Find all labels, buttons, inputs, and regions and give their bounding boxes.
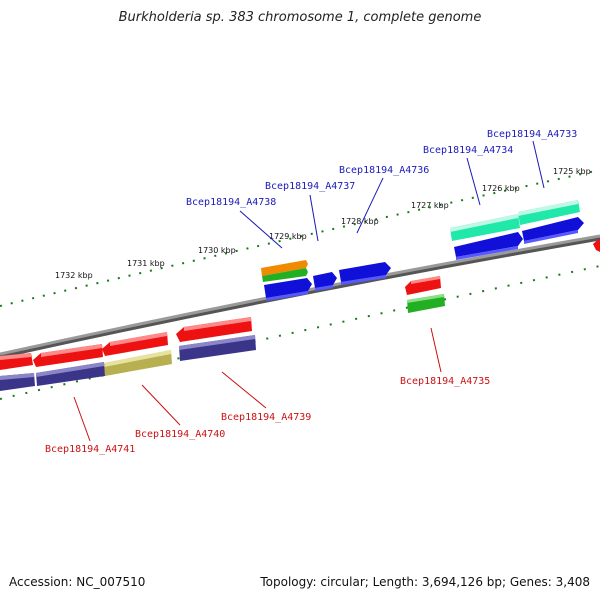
gene-label-a4738[interactable]: Bcep18194_A4738 (186, 197, 276, 208)
accession-text: Accession: NC_007510 (9, 575, 146, 589)
tick-label-1727: 1727 kbp (411, 201, 449, 210)
gene-label-a4734[interactable]: Bcep18194_A4734 (423, 145, 513, 156)
tick-label-1732: 1732 kbp (55, 271, 93, 280)
gene-forward-green[interactable] (262, 268, 308, 282)
gene-reverse-red-a4735[interactable] (405, 276, 441, 295)
tick-label-1728: 1728 kbp (341, 217, 379, 226)
backbone-shadow (0, 235, 600, 359)
tick-label-1729: 1729 kbp (269, 232, 307, 241)
outer-tick-ring (0, 169, 600, 307)
gene-forward-teal-a4734[interactable] (450, 214, 520, 241)
gene-reverse-red-a4740[interactable] (102, 332, 168, 356)
gene-label-a4737[interactable]: Bcep18194_A4737 (265, 181, 355, 192)
gene-label-a4735[interactable]: Bcep18194_A4735 (400, 376, 490, 387)
gene-forward-blue-a4738[interactable] (264, 278, 312, 301)
callout-line-a4738 (239, 210, 283, 249)
gene-label-a4741[interactable]: Bcep18194_A4741 (45, 444, 135, 455)
callout-line-a4735 (430, 327, 442, 373)
genome-summary-text: Topology: circular; Length: 3,694,126 bp… (260, 575, 590, 589)
gene-reverse-red-edge[interactable] (0, 353, 33, 370)
tick-label-1725: 1725 kbp (553, 167, 591, 176)
map-title: Burkholderia sp. 383 chromosome 1, compl… (118, 10, 482, 25)
gene-reverse-green-a4735[interactable] (407, 294, 445, 313)
tick-label-1731: 1731 kbp (127, 259, 165, 268)
callout-line-a4736 (356, 177, 384, 234)
gene-reverse-navy-a4741[interactable] (36, 362, 105, 386)
gene-reverse-olive-a4740[interactable] (104, 350, 172, 376)
gene-forward-blue-a4734b[interactable] (454, 232, 523, 260)
gene-forward-blue-a4733b[interactable] (522, 217, 584, 244)
tick-label-1726: 1726 kbp (482, 184, 520, 193)
callout-line-a4733 (532, 140, 545, 189)
gene-reverse-navy-a4739[interactable] (179, 335, 256, 361)
gene-label-a4736[interactable]: Bcep18194_A4736 (339, 165, 429, 176)
gene-label-a4740[interactable]: Bcep18194_A4740 (135, 429, 225, 440)
gene-forward-teal-a4733[interactable] (518, 200, 580, 225)
callout-line-a4734 (466, 157, 481, 206)
gene-reverse-navy-edge[interactable] (0, 373, 35, 391)
callout-line-a4741 (73, 396, 91, 442)
callout-line-a4737 (309, 194, 319, 242)
gene-forward-blue-a4737[interactable] (313, 272, 337, 291)
gene-label-a4733[interactable]: Bcep18194_A4733 (487, 129, 577, 140)
tick-label-1730: 1730 kbp (198, 246, 236, 255)
gene-forward-blue-a4736[interactable] (339, 262, 391, 285)
gene-forward-red-edge[interactable] (593, 238, 600, 252)
gene-reverse-red-a4741[interactable] (33, 344, 103, 367)
gene-reverse-red-a4739[interactable] (176, 317, 252, 342)
gene-forward-orange[interactable] (261, 260, 308, 276)
callout-line-a4739 (221, 371, 267, 409)
callout-line-a4740 (141, 384, 181, 426)
gene-label-a4739[interactable]: Bcep18194_A4739 (221, 412, 311, 423)
